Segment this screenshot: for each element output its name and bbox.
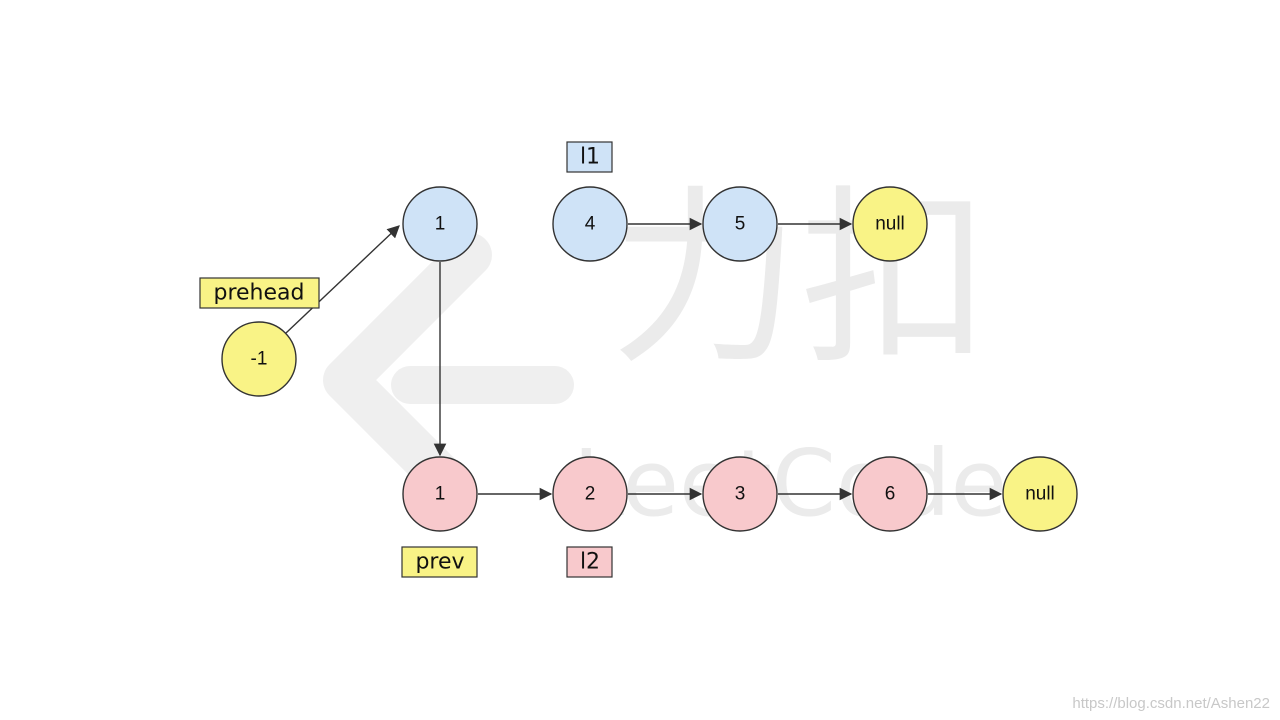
node-l2-2: 2 [552, 456, 628, 532]
node-l1-5-value: 5 [735, 214, 746, 235]
watermark-brand-cn: 力扣 [610, 169, 990, 390]
leetcode-logo-icon [323, 233, 574, 512]
node-l2-3: 3 [702, 456, 778, 532]
source-credit: https://blog.csdn.net/Ashen22 [1072, 695, 1270, 712]
watermark-brand-en: LeetCode [573, 430, 1007, 537]
node-l1-4-value: 4 [585, 214, 596, 235]
node-l2-head: 1 [402, 456, 478, 532]
node-l1-null-value: null [875, 214, 905, 235]
node-l2-3-value: 3 [735, 484, 746, 505]
node-l2-6: 6 [852, 456, 928, 532]
label-l2-text: l2 [580, 550, 600, 575]
node-l1-head: 1 [402, 186, 478, 262]
node-prehead: -1 [221, 321, 297, 397]
node-l1-5: 5 [702, 186, 778, 262]
node-l2-null: null [1002, 456, 1078, 532]
label-l2: l2 [566, 546, 613, 578]
label-prev: prev [401, 546, 478, 578]
node-l1-null: null [852, 186, 928, 262]
node-l2-head-value: 1 [435, 484, 446, 505]
label-l1-text: l1 [580, 145, 600, 170]
node-prehead-value: -1 [251, 349, 268, 370]
node-l1-head-value: 1 [435, 214, 446, 235]
node-l2-2-value: 2 [585, 484, 596, 505]
edge-prehead-to-l1-head [285, 225, 400, 334]
label-prehead-text: prehead [214, 281, 305, 306]
label-l1: l1 [566, 141, 613, 173]
label-prehead: prehead [199, 277, 320, 309]
node-l1-4: 4 [552, 186, 628, 262]
node-l2-6-value: 6 [885, 484, 896, 505]
node-l2-null-value: null [1025, 484, 1055, 505]
label-prev-text: prev [415, 550, 464, 575]
